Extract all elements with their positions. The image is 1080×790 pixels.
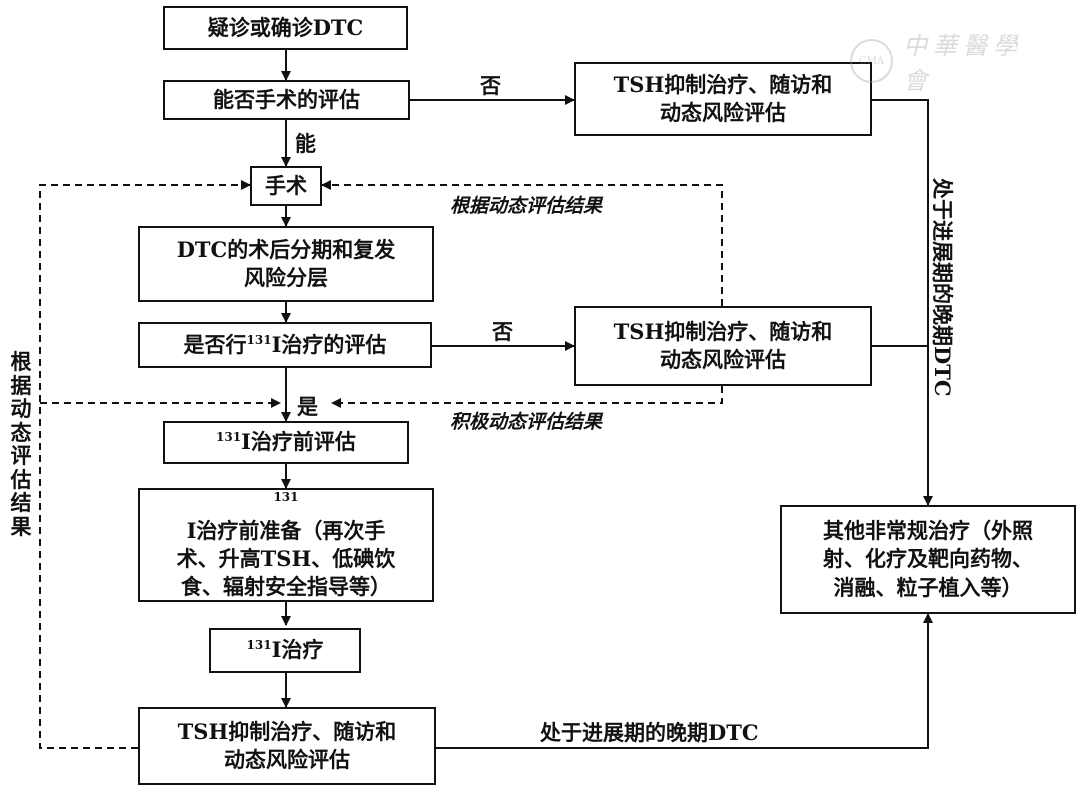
left-vertical-char: 根 (10, 349, 32, 374)
left-vertical-char: 动 (10, 396, 32, 422)
tsh-top-line1: TSH抑制治疗、随访和 (613, 71, 833, 97)
node-other-therapy: 其他非常规治疗（外照 射、化疗及靶向药物、 消融、粒子植入等） (780, 505, 1076, 614)
label-yes-mid: 是 (297, 394, 318, 419)
tsh-top-line2: 动态风险评估 (659, 100, 786, 125)
label-by-dynamic-top: 根据动态评估结果 (450, 195, 603, 217)
label-no-top: 否 (480, 73, 501, 98)
staging-line2: 风险分层 (244, 265, 328, 290)
dashed-tsh-mid-to-yes (331, 386, 723, 408)
node-surgery: 手术 (250, 166, 322, 206)
left-vertical-char: 估 (10, 466, 32, 492)
arrow-tsh-bottom-to-other (436, 613, 933, 749)
other-line2: 射、化疗及靶向药物、 (823, 546, 1033, 572)
dashed-left-loop (39, 180, 251, 749)
label-advanced-vertical: 处于进展期的晚期DTC (930, 178, 955, 397)
watermark-text: 中華醫學會 (903, 32, 1024, 95)
left-vertical-char: 结 (10, 490, 32, 516)
label-yes-can: 能 (295, 131, 316, 156)
node-surgery-eval: 能否手术的评估 (163, 80, 410, 120)
tsh-mid-line2: 动态风险评估 (659, 347, 786, 372)
prep-line3: 食、辐射安全指导等） (180, 574, 391, 600)
node-diagnosis: 疑诊或确诊DTC (163, 6, 408, 50)
label-active-dynamic: 积极动态评估结果 (450, 411, 603, 433)
tsh-bottom-line1: TSH抑制治疗、随访和 (177, 718, 397, 744)
tsh-bottom-line2: 动态风险评估 (223, 747, 350, 772)
node-pre-eval: 131I治疗前评估 (163, 421, 409, 464)
label-no-mid: 否 (492, 319, 513, 344)
seal-icon: CMA (850, 39, 894, 83)
other-line3: 消融、粒子植入等） (833, 574, 1023, 600)
node-i131-eval: 是否行131I治疗的评估 (138, 322, 432, 368)
other-line1: 其他非常规治疗（外照 (823, 517, 1033, 543)
node-tsh-mid: TSH抑制治疗、随访和 动态风险评估 (574, 306, 872, 386)
left-vertical-char: 据 (10, 372, 32, 398)
dashed-tsh-mid-to-surgery (321, 180, 723, 306)
left-vertical-char: 态 (10, 419, 32, 445)
left-vertical-char: 果 (10, 513, 32, 539)
label-advanced-bottom: 处于进展期的晚期DTC (540, 720, 759, 745)
label-left-vertical: 根据动态评估结果 (8, 350, 34, 538)
node-tsh-top: TSH抑制治疗、随访和 动态风险评估 (574, 62, 872, 136)
arrow-tsh-top-to-other (872, 99, 933, 506)
watermark-logo: CMA 中華醫學會 (850, 32, 1050, 95)
staging-line1: DTC的术后分期和复发 (176, 236, 396, 262)
tsh-mid-line1: TSH抑制治疗、随访和 (613, 318, 833, 344)
prep-line2: 术、升高TSH、低碘饮 (176, 546, 396, 571)
node-tsh-bottom: TSH抑制治疗、随访和 动态风险评估 (138, 707, 436, 785)
node-i131-therapy: 131I治疗 (209, 628, 361, 673)
node-staging: DTC的术后分期和复发 风险分层 (138, 226, 434, 302)
left-vertical-char: 评 (10, 443, 32, 469)
